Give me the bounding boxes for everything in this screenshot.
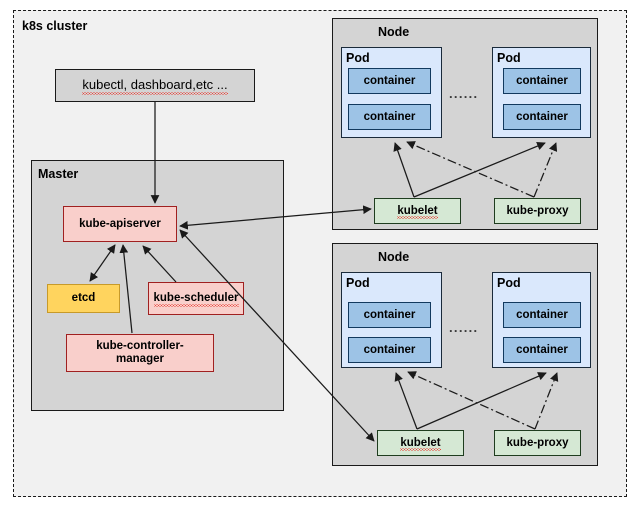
container-box-2a-2[interactable]: container: [348, 337, 431, 363]
pods-ellipsis-1: ......: [449, 86, 479, 101]
kubelet-label-1: kubelet: [397, 204, 438, 220]
kubelet-box-1[interactable]: kubelet: [374, 198, 461, 224]
pod-label-1a: Pod: [346, 51, 370, 65]
k8s-cluster-label: k8s cluster: [22, 19, 88, 33]
kube-proxy-box-1[interactable]: kube-proxy: [494, 198, 581, 224]
kube-controller-manager-box[interactable]: kube-controller- manager: [66, 334, 214, 372]
kube-apiserver-label: kube-apiserver: [79, 217, 161, 230]
kube-proxy-box-2[interactable]: kube-proxy: [494, 430, 581, 456]
container-label-2b-1: container: [516, 308, 568, 321]
node-label-2: Node: [378, 250, 410, 264]
kubelet-label-2: kubelet: [400, 436, 441, 452]
node-label-1: Node: [378, 25, 410, 39]
kube-scheduler-label: kube-scheduler: [153, 292, 239, 307]
container-label-1b-1: container: [516, 74, 568, 87]
master-label: Master: [38, 167, 79, 181]
container-box-1a-2[interactable]: container: [348, 104, 431, 130]
kube-controller-manager-label-line1: kube-controller-: [96, 340, 184, 353]
container-label-2a-1: container: [363, 308, 416, 321]
container-box-2a-1[interactable]: container: [348, 302, 431, 328]
pods-ellipsis-2: ......: [449, 320, 479, 335]
pod-label-2b: Pod: [497, 276, 521, 290]
kubelet-box-2[interactable]: kubelet: [377, 430, 464, 456]
kube-apiserver-box[interactable]: kube-apiserver: [63, 206, 177, 242]
etcd-label: etcd: [71, 292, 96, 305]
container-label-1a-1: container: [363, 74, 416, 87]
kube-controller-manager-label-line2: manager: [116, 353, 164, 365]
container-label-2b-2: container: [516, 343, 568, 356]
client-tools-label: kubectl, dashboard,etc ...: [82, 77, 228, 95]
container-box-2b-1[interactable]: container: [503, 302, 581, 328]
container-box-2b-2[interactable]: container: [503, 337, 581, 363]
etcd-box[interactable]: etcd: [47, 284, 120, 313]
kube-proxy-label-2: kube-proxy: [506, 436, 569, 449]
kube-scheduler-box[interactable]: kube-scheduler: [148, 282, 244, 315]
container-box-1b-1[interactable]: container: [503, 68, 581, 94]
client-tools-box[interactable]: kubectl, dashboard,etc ...: [55, 69, 255, 102]
pod-label-2a: Pod: [346, 276, 370, 290]
kube-proxy-label-1: kube-proxy: [506, 204, 569, 217]
container-box-1a-1[interactable]: container: [348, 68, 431, 94]
container-box-1b-2[interactable]: container: [503, 104, 581, 130]
pod-label-1b: Pod: [497, 51, 521, 65]
container-label-1a-2: container: [363, 110, 416, 123]
container-label-2a-2: container: [363, 343, 416, 356]
container-label-1b-2: container: [516, 110, 568, 123]
